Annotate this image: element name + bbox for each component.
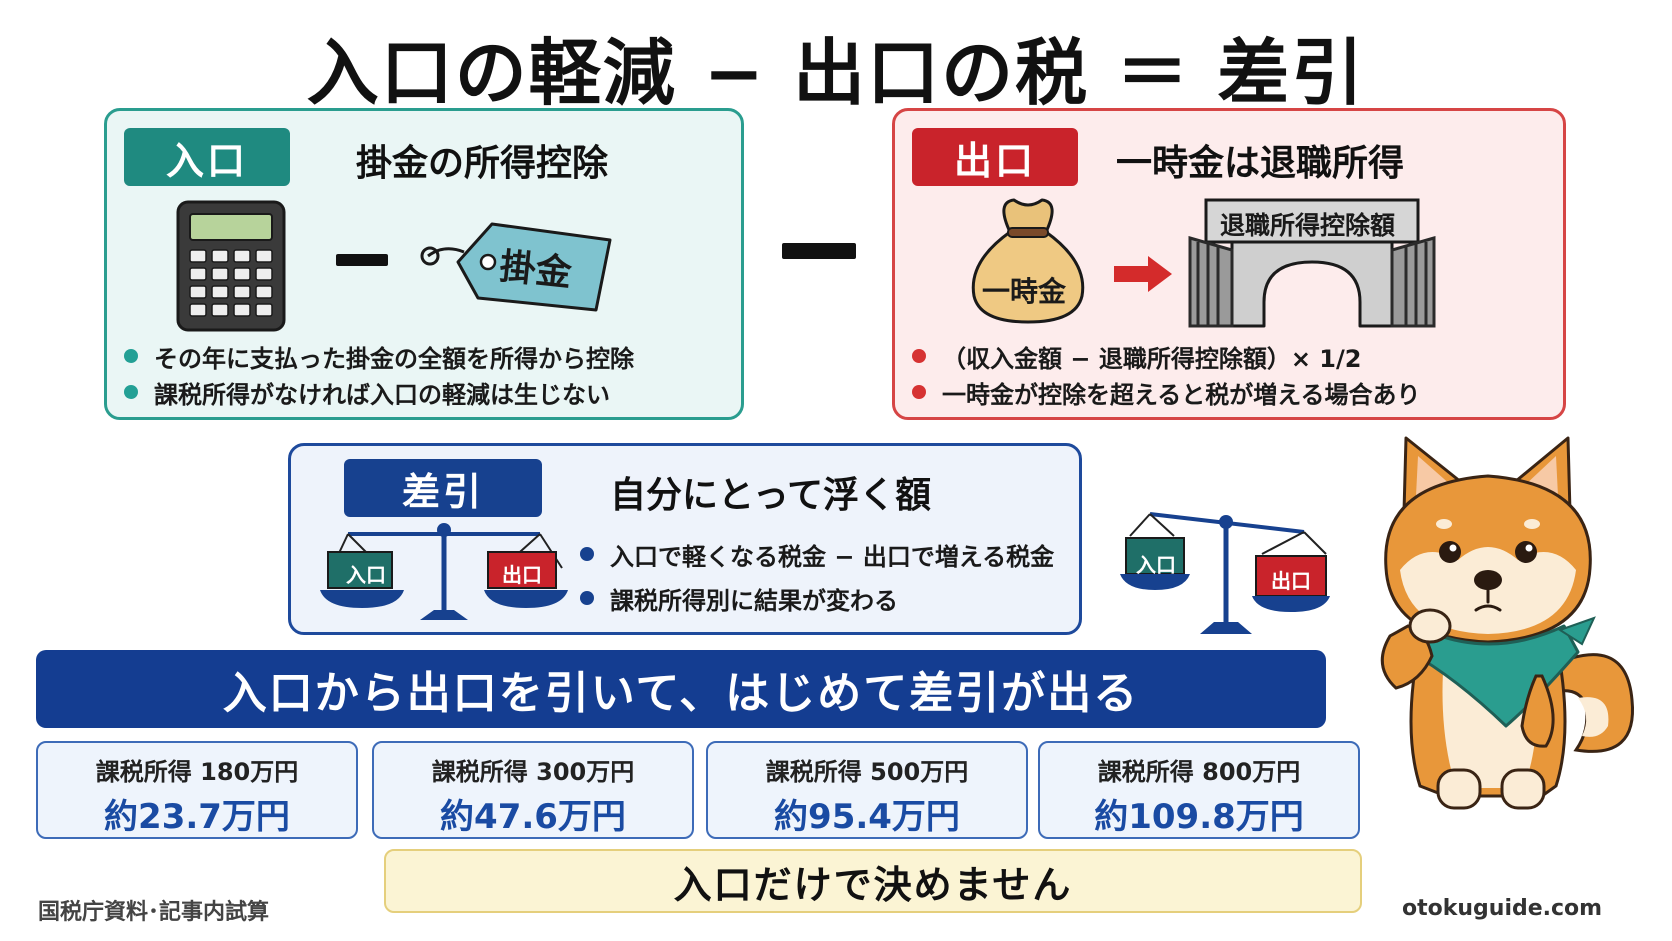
bullet-dot — [580, 547, 594, 561]
exit-bullet-list: （収入金額 − 退職所得控除額）× 1/2 一時金が控除を超えると税が増える場合… — [912, 338, 1421, 410]
price-tag-icon — [420, 222, 612, 312]
list-item: 課税所得がなければ入口の軽減は生じない — [124, 374, 634, 410]
scale-label-entrance: 入口 — [346, 563, 386, 587]
bullet-dot — [912, 385, 926, 399]
card-value: 約109.8万円 — [1094, 797, 1304, 837]
difference-tag: 差引 — [344, 459, 542, 517]
side-scale-label-entrance: 入口 — [1136, 553, 1176, 577]
minus-sign-large — [782, 243, 856, 259]
page-title: 入口の軽減 − 出口の税 ＝ 差引 — [306, 31, 1366, 115]
shiba-inu-mascot — [1380, 436, 1635, 810]
balance-scale-icon — [320, 523, 568, 620]
side-scale-label-exit: 出口 — [1271, 569, 1311, 593]
entrance-heading: 掛金の所得控除 — [356, 143, 609, 184]
list-item: 一時金が控除を超えると税が増える場合あり — [912, 374, 1421, 410]
list-item: 課税所得別に結果が変わる — [580, 576, 1054, 620]
exit-heading: 一時金は退職所得 — [1116, 143, 1405, 184]
site-credit: otokuguide.com — [1402, 896, 1603, 921]
summary-banner: 入口から出口を引いて、はじめて差引が出る — [36, 650, 1326, 728]
card-label: 課税所得 500万円 — [765, 758, 969, 786]
result-card: 課税所得 180万円 約23.7万円 — [36, 741, 358, 839]
bullet-dot — [580, 591, 594, 605]
bullet-dot — [124, 349, 138, 363]
list-item: 入口で軽くなる税金 − 出口で増える税金 — [580, 532, 1054, 576]
entrance-bullet-list: その年に支払った掛金の全額を所得から控除 課税所得がなければ入口の軽減は生じない — [124, 338, 634, 410]
entrance-tag: 入口 — [124, 128, 290, 186]
card-value: 約95.4万円 — [774, 797, 960, 837]
gate-icon — [1188, 198, 1436, 328]
source-note: 国税庁資料･記事内試算 — [38, 900, 270, 925]
minus-sign-small — [336, 254, 388, 266]
result-card: 課税所得 800万円 約109.8万円 — [1038, 741, 1360, 839]
bullet-dot — [124, 385, 138, 399]
money-bag-icon — [971, 198, 1085, 324]
difference-heading: 自分にとって浮く額 — [610, 475, 932, 516]
calculator-icon — [176, 200, 286, 332]
result-card: 課税所得 500万円 約95.4万円 — [706, 741, 1028, 839]
gate-label: 退職所得控除額 — [1220, 211, 1396, 240]
difference-bullet-list: 入口で軽くなる税金 − 出口で増える税金 課税所得別に結果が変わる — [580, 532, 1054, 620]
arrow-right-icon — [1114, 256, 1172, 292]
side-balance-scale-icon — [1120, 512, 1330, 634]
list-item: （収入金額 − 退職所得控除額）× 1/2 — [912, 338, 1421, 374]
bullet-dot — [912, 349, 926, 363]
exit-tag: 出口 — [912, 128, 1078, 186]
card-value: 約23.7万円 — [104, 797, 290, 837]
price-tag-label: 掛金 — [497, 246, 574, 295]
money-bag-label: 一時金 — [982, 275, 1067, 308]
list-item: その年に支払った掛金の全額を所得から控除 — [124, 338, 634, 374]
card-label: 課税所得 180万円 — [95, 758, 299, 786]
scale-label-exit: 出口 — [502, 563, 542, 587]
card-label: 課税所得 800万円 — [1097, 758, 1301, 786]
card-value: 約47.6万円 — [440, 797, 626, 837]
result-card: 課税所得 300万円 約47.6万円 — [372, 741, 694, 839]
card-label: 課税所得 300万円 — [431, 758, 635, 786]
notice-box: 入口だけで決めません — [384, 849, 1362, 913]
